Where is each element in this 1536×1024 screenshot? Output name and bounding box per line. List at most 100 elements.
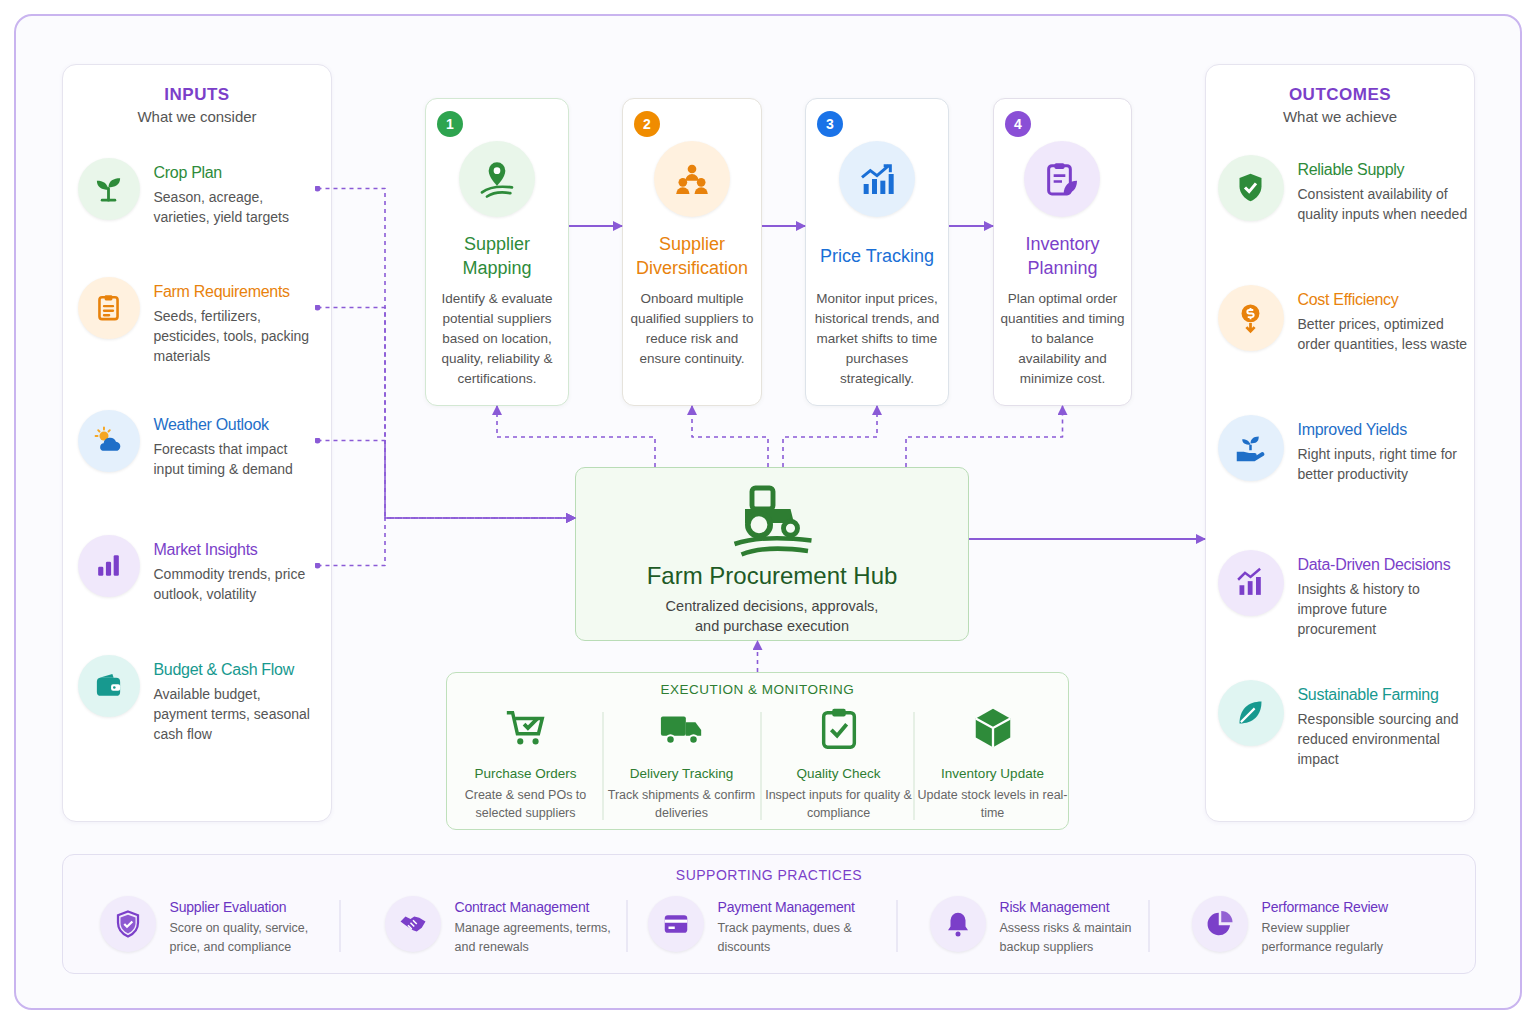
practice-item: Risk ManagementAssess risks & maintain b… xyxy=(930,890,1145,960)
step-description: Onboard multiple qualified suppliers to … xyxy=(628,289,756,369)
practice-description: Score on quality, service, price, and co… xyxy=(170,919,340,957)
cube-icon xyxy=(970,705,1016,751)
connector xyxy=(569,225,622,227)
list-item: Sustainable FarmingResponsible sourcing … xyxy=(1218,680,1468,785)
task-description: Update stock levels in real-time xyxy=(917,786,1069,822)
text-column: Weather OutlookForecasts that impact inp… xyxy=(154,414,318,479)
step-card: 4Inventory PlanningPlan optimal order qu… xyxy=(993,98,1132,406)
text-column: Risk ManagementAssess risks & maintain b… xyxy=(1000,898,1145,957)
text-column: Purchase OrdersCreate & send POs to sele… xyxy=(450,765,602,822)
icon-circle xyxy=(930,896,986,952)
plan-icon xyxy=(1042,159,1082,199)
item-title: Market Insights xyxy=(154,539,318,560)
connector xyxy=(692,406,768,467)
text-column: Sustainable FarmingResponsible sourcing … xyxy=(1298,684,1468,769)
text-column: Quality CheckInspect inputs for quality … xyxy=(763,765,915,822)
icon-circle xyxy=(1218,415,1284,481)
step-card: 1Supplier MappingIdentify & evaluate pot… xyxy=(425,98,569,406)
list-item: Data-Driven DecisionsInsights & history … xyxy=(1218,550,1468,650)
text-column: Data-Driven DecisionsInsights & history … xyxy=(1298,554,1468,639)
shieldO-icon xyxy=(113,909,143,939)
list-item: Cost EfficiencyBetter prices, optimized … xyxy=(1218,285,1468,380)
text-column: Delivery TrackingTrack shipments & confi… xyxy=(606,765,758,822)
panel-subtitle: What we consider xyxy=(63,108,331,125)
text-column: Contract ManagementManage agreements, te… xyxy=(455,898,620,957)
wallet-icon xyxy=(93,670,124,701)
task-title: Purchase Orders xyxy=(450,765,602,783)
icon-circle xyxy=(1218,680,1284,746)
step-description: Monitor input prices, historical trends,… xyxy=(811,289,943,389)
text-column: Farm RequirementsSeeds, fertilizers, pes… xyxy=(154,281,318,366)
people-icon xyxy=(672,159,712,199)
step-title: Supplier Diversification xyxy=(628,231,756,281)
icon-circle xyxy=(654,141,730,217)
callout-number: 3 xyxy=(817,111,843,137)
hand-icon xyxy=(1234,431,1267,464)
group-panel: INPUTSWhat we considerCrop PlanSeason, a… xyxy=(62,64,332,822)
icon-circle xyxy=(78,158,140,220)
text-column: Payment ManagementTrack payments, dues &… xyxy=(718,898,878,957)
practice-item: Supplier EvaluationScore on quality, ser… xyxy=(100,890,340,960)
bell-icon xyxy=(943,909,973,939)
practice-title: Performance Review xyxy=(1262,898,1422,917)
connector xyxy=(969,538,1205,540)
coin-icon xyxy=(1234,301,1267,334)
task-title: Delivery Tracking xyxy=(606,765,758,783)
task-title: Quality Check xyxy=(763,765,915,783)
item-description: Available budget, payment terms, seasona… xyxy=(154,684,318,744)
icon-circle xyxy=(385,896,441,952)
connector xyxy=(497,406,655,467)
item-title: Reliable Supply xyxy=(1298,159,1468,180)
icon-circle xyxy=(1218,155,1284,221)
panel-heading: SUPPORTING PRACTICES xyxy=(63,867,1475,883)
connector xyxy=(757,641,759,672)
leaf-icon xyxy=(1234,696,1267,729)
item-description: Seeds, fertilizers, pesticides, tools, p… xyxy=(154,306,318,366)
task-description: Create & send POs to selected suppliers xyxy=(450,786,602,822)
item-description: Insights & history to improve future pro… xyxy=(1298,579,1468,639)
item-title: Cost Efficiency xyxy=(1298,289,1468,310)
list-item: Market InsightsCommodity trends, price o… xyxy=(78,535,318,615)
pie-icon xyxy=(1205,909,1235,939)
task-icon xyxy=(659,705,705,751)
sprout-icon xyxy=(93,173,124,204)
connector xyxy=(949,225,993,227)
icon-circle xyxy=(78,277,140,339)
tractor-illustration xyxy=(708,474,838,558)
icon-circle xyxy=(78,535,140,597)
connector xyxy=(783,406,877,467)
icon-circle xyxy=(839,141,915,217)
practice-description: Review supplier performance regularly xyxy=(1262,919,1422,957)
icon-circle xyxy=(100,896,156,952)
text-column: Market InsightsCommodity trends, price o… xyxy=(154,539,318,604)
task-item: Delivery TrackingTrack shipments & confi… xyxy=(606,705,758,825)
text-column: Performance ReviewReview supplier perfor… xyxy=(1262,898,1422,957)
text-column: Crop PlanSeason, acreage, varieties, yie… xyxy=(154,162,318,227)
task-description: Inspect inputs for quality & compliance xyxy=(763,786,915,822)
text-column: Inventory UpdateUpdate stock levels in r… xyxy=(917,765,1069,822)
practice-title: Contract Management xyxy=(455,898,620,917)
group-panel: SUPPORTING PRACTICESSupplier EvaluationS… xyxy=(62,854,1476,974)
step-card: 3Price TrackingMonitor input prices, his… xyxy=(805,98,949,406)
hands-icon xyxy=(398,909,428,939)
item-description: Forecasts that impact input timing & dem… xyxy=(154,439,318,479)
task-icon xyxy=(816,705,862,751)
item-description: Better prices, optimized order quantitie… xyxy=(1298,314,1468,354)
item-title: Budget & Cash Flow xyxy=(154,659,318,680)
step-title: Price Tracking xyxy=(811,231,943,281)
tractor-icon xyxy=(708,474,838,558)
list-item: Farm RequirementsSeeds, fertilizers, pes… xyxy=(78,277,318,377)
item-title: Data-Driven Decisions xyxy=(1298,554,1468,575)
practice-title: Supplier Evaluation xyxy=(170,898,340,917)
pin-icon xyxy=(477,159,517,199)
item-description: Consistent availability of quality input… xyxy=(1298,184,1468,224)
truck-icon xyxy=(659,705,705,751)
item-description: Season, acreage, varieties, yield target… xyxy=(154,187,318,227)
panel-heading: OUTCOMES xyxy=(1206,85,1474,105)
step-title: Supplier Mapping xyxy=(431,231,563,281)
icon-circle xyxy=(1218,550,1284,616)
card-icon xyxy=(661,909,691,939)
practice-title: Risk Management xyxy=(1000,898,1145,917)
cart-icon xyxy=(503,705,549,751)
